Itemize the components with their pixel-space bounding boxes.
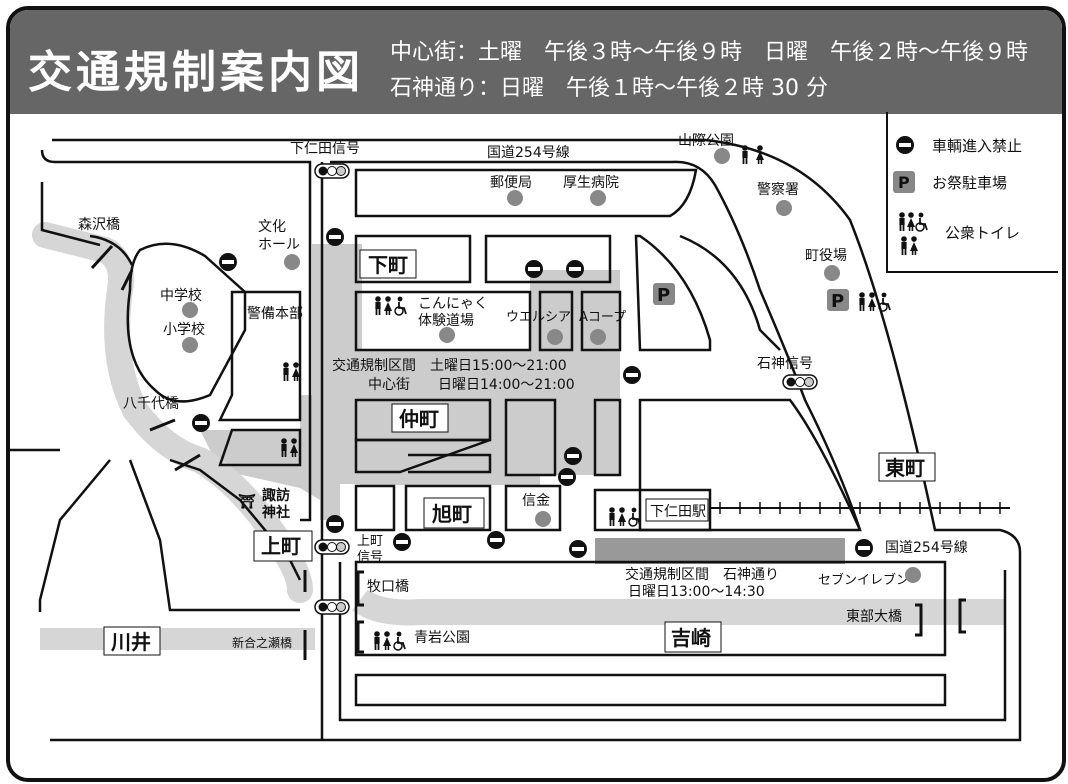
shimonitta-signal-label: 下仁田信号 [290,141,360,157]
regulation-ishigami-sub: 日曜日13:00～14:30 [628,584,765,600]
morisawa-bridge-label: 森沢橋 [78,217,120,233]
kamimachi-signal-label-2: 信号 [357,550,383,565]
railway [710,502,1010,514]
toilet-icon [374,630,406,651]
parking-markers: P P [653,283,849,312]
kamimachi-signal-label-1: 上町 [357,534,383,549]
district-yoshizaki: 吉崎 [671,626,711,650]
legend-toilet-label: 公衆トイレ [945,224,1020,242]
parking-symbol: P [898,173,910,192]
legend-no-entry-label: 車輌進入禁止 [932,137,1022,155]
header-bar: 交通規制案内図 中心街：土曜 午後３時～午後９時 日曜 午後２時～午後９時 石神… [10,10,1062,114]
page-title: 交通規制案内図 [28,47,364,98]
district-labels: 下町 仲町 旭町 東町 上町 吉崎 川井 [103,249,936,656]
legend-parking-label: お祭駐車場 [932,174,1007,192]
regulation-central-sub: 中心街 日曜日14:00～21:00 [368,377,575,393]
post-office-label: 郵便局 [490,175,532,191]
town-office-label: 町役場 [805,248,847,264]
legend: 車輌進入禁止 P お祭駐車場 公衆トイレ [886,112,1058,273]
toilet-icon [609,506,641,527]
district-nakamachi: 仲町 [399,407,439,431]
acoop-label: Aコープ [579,310,626,325]
regulated-zone-central [200,244,845,564]
konnyaku-label-1: こんにゃく [418,296,488,312]
junior-high-label: 中学校 [160,287,202,304]
toilet-icon [859,291,891,312]
schedule-ishigami: 石神通り：日曜 午後１時～午後２時 30 分 [390,76,828,101]
suwa-shrine-label-2: 神社 [262,504,290,521]
no-entry-icon [896,136,914,154]
bunka-hall-label-1: 文化 [258,219,286,235]
district-asahimachi: 旭町 [431,502,472,526]
district-shimomachi: 下町 [368,253,408,277]
bunka-hall-label-2: ホール [258,237,300,253]
police-label: 警察署 [757,181,799,198]
seven-eleven-label: セブンイレブン [818,572,909,588]
map-frame: 交通規制案内図 中心街：土曜 午後３時～午後９時 日曜 午後２時～午後９時 石神… [6,6,1066,782]
schedule-central: 中心街：土曜 午後３時～午後９時 日曜 午後２時～午後９時 [390,40,1029,65]
konnyaku-label-2: 体験道場 [418,313,474,329]
regulation-ishigami-title: 交通規制区間 石神通り [625,566,779,583]
parking-symbol-b: P [831,291,844,312]
toilet-icon [375,295,407,316]
welcia-label: ウエルシア [506,310,571,325]
regulated-zone-ishigami [595,538,845,564]
hacchiyo-bridge-label: 八千代橋 [123,396,179,412]
place-labels: 下仁田信号 国道254号線 山際公園 郵便局 厚生病院 警察署 森沢橋 文化 ホ… [78,133,968,650]
bridge-markers [90,244,966,660]
kosei-hospital-label: 厚生病院 [563,175,619,191]
security-hq-label: 警備本部 [247,306,303,322]
road-network [10,138,1022,742]
shimonita-station-label: 下仁田駅 [650,504,706,520]
toilet-icon [742,145,764,164]
torii-icon: ⛩ [238,493,256,510]
route254-right-label: 国道254号線 [885,540,968,556]
toilet-icon [899,211,928,255]
toilet-icon [283,362,300,381]
district-kawai: 川井 [110,630,151,654]
elementary-label: 小学校 [163,321,205,338]
makiguchi-bridge-label: 牧口橋 [367,579,409,595]
yamagiwa-park-label: 山際公園 [678,133,734,149]
shinaisenose-bridge-label: 新合之瀬橋 [232,635,292,650]
ishigami-signal-label: 石神信号 [757,356,813,372]
parking-symbol-a: P [657,285,670,306]
shinkin-label: 信金 [522,493,550,509]
aoiwa-park-label: 青岩公園 [414,630,470,646]
suwa-shrine-label-1: 諏訪 [262,487,290,504]
regulation-central-title: 交通規制区間 土曜日15:00～21:00 [332,357,567,374]
route254-top-label: 国道254号線 [487,145,570,161]
district-kamimachi: 上町 [261,534,301,558]
tobu-bridge-label: 東部大橋 [846,609,902,625]
district-higashimachi: 東町 [885,456,925,480]
